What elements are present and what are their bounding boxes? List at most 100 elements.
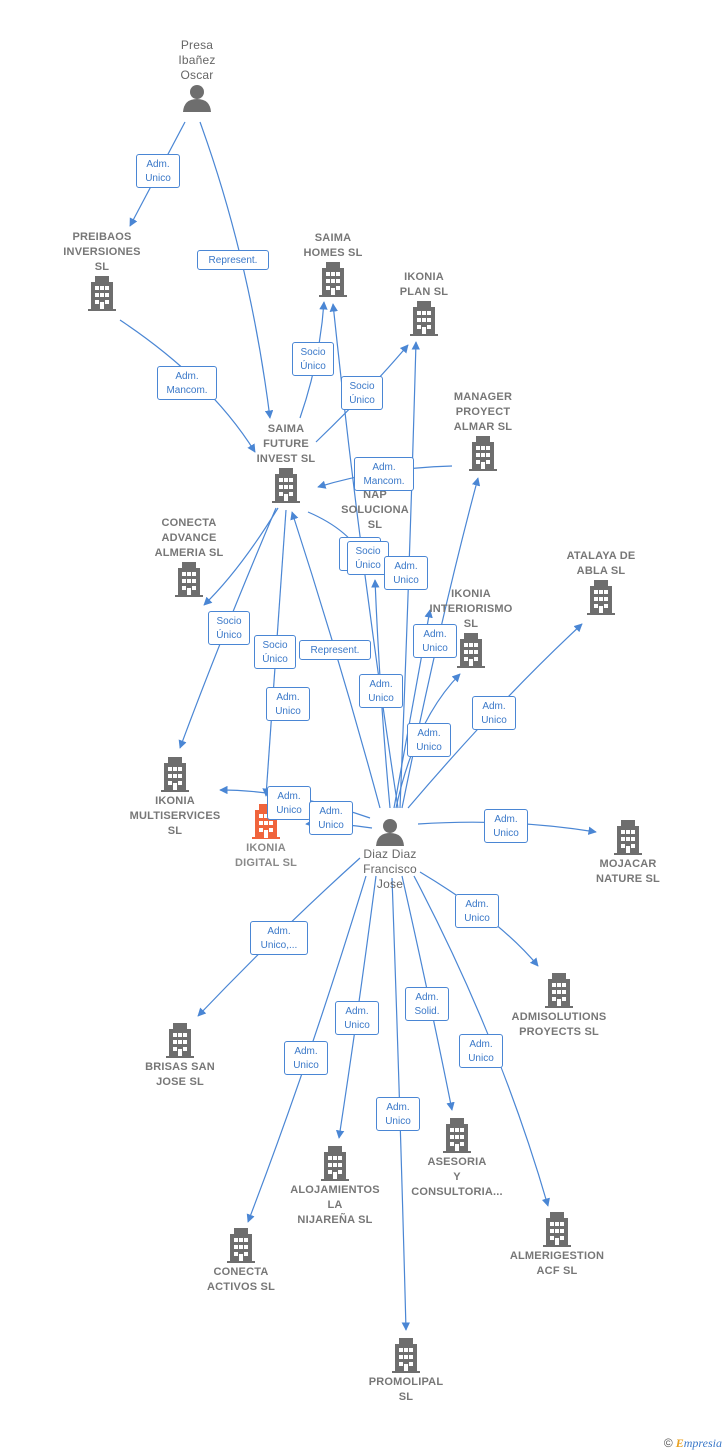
building-icon: [614, 820, 642, 855]
node-label-line: SL: [463, 618, 479, 630]
building-icon: [545, 973, 573, 1008]
edge-label-line: Unico: [275, 706, 301, 717]
building-icon: [319, 262, 347, 297]
node-promolipal[interactable]: PROMOLIPAL SL: [346, 1337, 466, 1405]
edge-label-line: Único: [355, 560, 381, 571]
brand-name: mpresia: [683, 1436, 722, 1450]
node-label-line: SL: [398, 1391, 414, 1403]
node-label-line: SAIMA: [267, 423, 305, 435]
building-icon: [321, 1146, 349, 1181]
edge-label-line: Unico: [493, 828, 519, 839]
node-label-line: ALOJAMIENTOS: [290, 1184, 380, 1196]
building-icon: [272, 468, 300, 503]
edge-label-diaz-multi: Adm.Unico: [267, 786, 311, 820]
node-saima-future[interactable]: SAIMA FUTURE INVEST SL: [226, 422, 346, 505]
node-label-line: Diaz Diaz: [363, 847, 417, 861]
edge-label-line: Mancom.: [166, 385, 208, 396]
node-asesoria[interactable]: ASESORIA Y CONSULTORIA...: [397, 1117, 517, 1200]
node-label: SAIMA FUTURE INVEST SL: [226, 422, 346, 467]
edge-label-line: Único: [300, 361, 326, 372]
node-label-line: MULTISERVICES: [129, 810, 221, 822]
node-label-line: ADVANCE: [161, 532, 217, 544]
edge-label-line: Adm.: [294, 1046, 318, 1057]
edge-label-line: Adm.: [386, 1102, 410, 1113]
node-label-line: MANAGER: [453, 391, 513, 403]
node-label-line: NATURE SL: [596, 873, 660, 885]
edge-label-line: Solid.: [414, 1006, 440, 1017]
edge-label-diaz-conecta-act: Adm. Unico: [284, 1041, 328, 1075]
node-label-line: ALMERIGESTION: [509, 1250, 605, 1262]
edge-label-diaz-digital: Adm. Unico: [309, 801, 353, 835]
node-label-line: ASESORIA: [427, 1156, 487, 1168]
edge-label-line: Represent.: [310, 645, 360, 656]
node-label-line: ACF SL: [536, 1265, 578, 1277]
edge-label-line: Mancom.: [363, 476, 405, 487]
node-label-line: CONSULTORIA...: [411, 1186, 503, 1198]
node-label-line: Francisco: [363, 862, 417, 876]
edge-label-line: Socio: [349, 381, 375, 392]
edge-label-line: Unico: [276, 805, 302, 816]
node-label-line: FUTURE: [263, 438, 309, 450]
edge-label-preibaos-saima: Adm.Mancom.: [157, 366, 217, 400]
edge-label-diaz-aloj: Adm.Unico: [335, 1001, 379, 1035]
node-label-line: JOSE SL: [156, 1076, 204, 1088]
node-label-line: ACTIVOS SL: [206, 1281, 275, 1293]
edge-label-line: Adm.: [469, 1039, 493, 1050]
edge-label-line: Único: [349, 395, 375, 406]
edge-label-line: Adm.: [319, 806, 343, 817]
building-icon: [443, 1118, 471, 1153]
edge-label-presa-preibaos: Adm.Unico: [136, 154, 180, 188]
edge-label-line: Socio: [355, 546, 381, 557]
building-icon: [469, 436, 497, 471]
node-label-line: INVEST SL: [256, 453, 316, 465]
edge-label-line: Socio: [216, 616, 242, 627]
building-icon: [543, 1212, 571, 1247]
node-label-line: SAIMA: [314, 232, 352, 244]
edge-label-line: Adm.: [146, 159, 170, 170]
node-label: ASESORIA Y CONSULTORIA...: [397, 1155, 517, 1200]
node-almerigestion[interactable]: ALMERIGESTION ACF SL: [497, 1211, 617, 1279]
edge-label-line: Unico: [293, 1060, 319, 1071]
edge-label-diaz-admisol: Adm.Unico: [455, 894, 499, 928]
node-label-line: ALMAR SL: [453, 421, 513, 433]
edge-label-line: Unico: [318, 820, 344, 831]
edge-label-line: Unico: [464, 913, 490, 924]
node-label-line: PROYECTS SL: [519, 1026, 599, 1038]
node-label-line: PROMOLIPAL: [368, 1376, 444, 1388]
edge-label-line: Adm.: [345, 1006, 369, 1017]
node-label-line: Y: [453, 1171, 461, 1183]
edge-label-line: Unico: [393, 575, 419, 586]
node-label-line: LA: [327, 1199, 343, 1211]
